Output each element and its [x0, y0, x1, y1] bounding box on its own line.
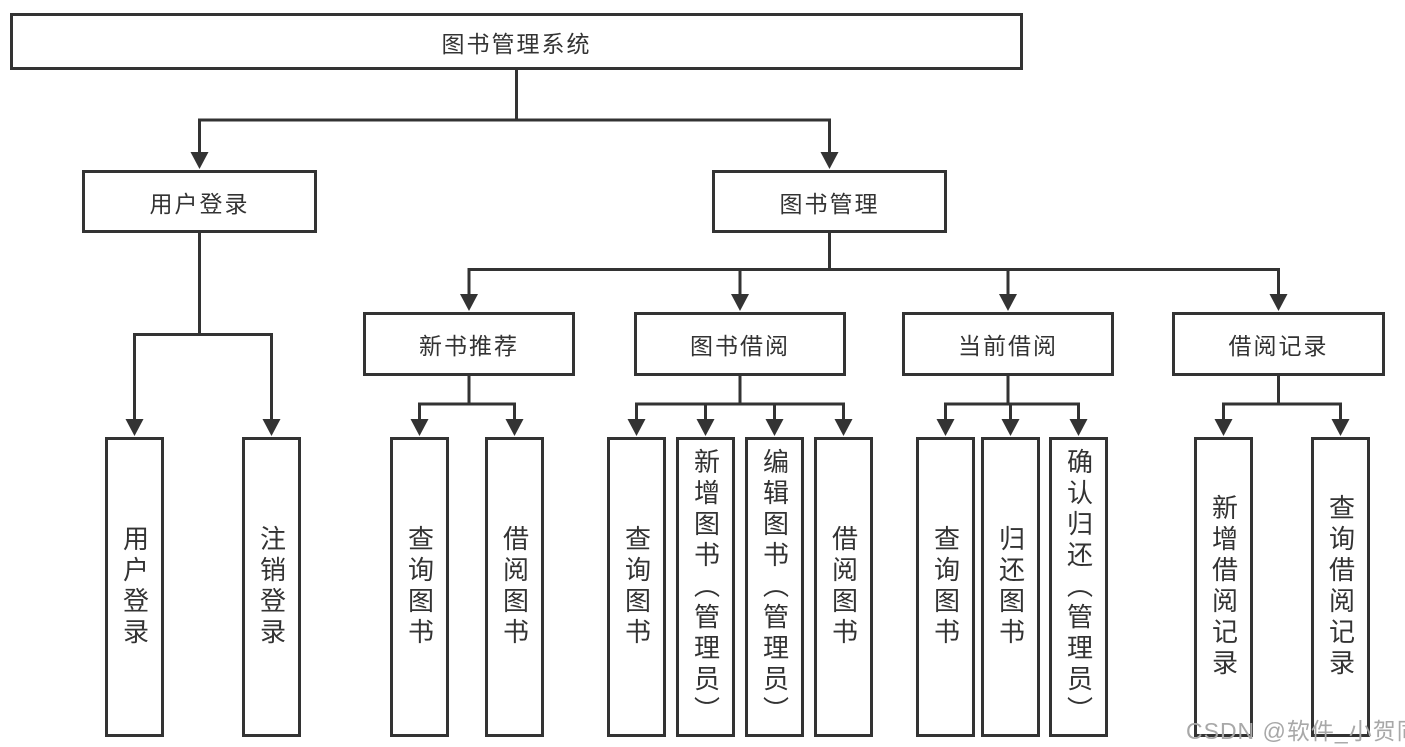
connector-line — [467, 233, 1280, 296]
arrow-down-icon — [936, 419, 955, 436]
arrow-down-icon — [1331, 419, 1350, 436]
arrow-down-icon — [731, 294, 749, 311]
arrow-down-icon — [765, 419, 784, 436]
arrowheads — [125, 152, 1350, 436]
leaf-query-books-borrow: 查询图书 — [607, 437, 666, 737]
leaf-add-borrow-record: 新增借阅记录 — [1194, 437, 1253, 737]
arrow-down-icon — [999, 294, 1017, 311]
connector-line — [944, 376, 1080, 421]
arrow-down-icon — [696, 419, 715, 436]
leaf-return-book: 归还图书 — [981, 437, 1040, 737]
node-book-borrow: 图书借阅 — [634, 312, 846, 376]
arrow-down-icon — [1069, 419, 1088, 436]
connector-line — [133, 233, 273, 421]
leaf-query-books-current: 查询图书 — [916, 437, 975, 737]
connector-line — [418, 376, 516, 421]
arrow-down-icon — [262, 419, 281, 436]
leaf-logout: 注销登录 — [242, 437, 301, 737]
arrow-down-icon — [1269, 294, 1288, 311]
leaf-confirm-return-admin: 确认归还（管理员） — [1049, 437, 1108, 737]
node-root: 图书管理系统 — [10, 13, 1023, 70]
watermark: CSDN @软件_小贺同学 — [1186, 718, 1405, 744]
node-borrow-records: 借阅记录 — [1172, 312, 1385, 376]
node-current-borrow: 当前借阅 — [902, 312, 1114, 376]
arrow-down-icon — [125, 419, 144, 436]
leaf-user-login: 用户登录 — [105, 437, 164, 737]
leaf-query-books-recommend: 查询图书 — [390, 437, 449, 737]
arrow-down-icon — [410, 419, 429, 436]
leaf-edit-book-admin: 编辑图书（管理员） — [745, 437, 804, 737]
node-new-book-recommend: 新书推荐 — [363, 312, 575, 376]
arrow-down-icon — [505, 419, 524, 436]
leaf-borrow-books-recommend: 借阅图书 — [485, 437, 544, 737]
leaf-query-borrow-record: 查询借阅记录 — [1311, 437, 1370, 737]
leaf-borrow-books: 借阅图书 — [814, 437, 873, 737]
node-book-management: 图书管理 — [712, 170, 947, 233]
arrow-down-icon — [834, 419, 853, 436]
connector-line — [1222, 376, 1342, 421]
node-user-login: 用户登录 — [82, 170, 317, 233]
arrow-down-icon — [820, 152, 839, 169]
arrow-down-icon — [1001, 419, 1020, 436]
connector-lines — [133, 70, 1342, 421]
arrow-down-icon — [627, 419, 646, 436]
arrow-down-icon — [1214, 419, 1233, 436]
arrow-down-icon — [190, 152, 209, 169]
arrow-down-icon — [460, 294, 478, 311]
leaf-add-book-admin: 新增图书（管理员） — [676, 437, 735, 737]
connector-line — [198, 70, 831, 154]
connector-line — [635, 376, 845, 421]
